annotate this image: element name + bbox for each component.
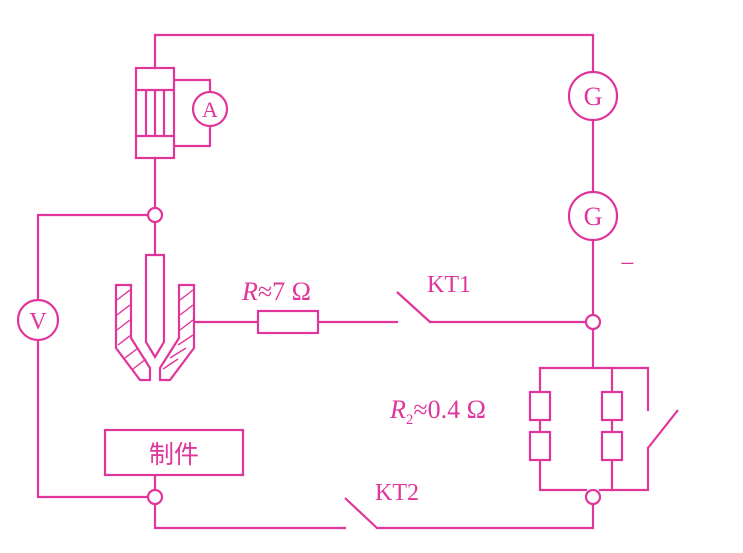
resistor-r2-bank — [528, 390, 624, 462]
wire-voltmeter-bottom — [36, 338, 150, 499]
switch-r2-bypass — [647, 409, 679, 449]
nozzle-right — [158, 283, 196, 382]
generator-top-label: G — [584, 82, 603, 111]
switch-kt1-label: KT1 — [427, 272, 471, 298]
wire-bottom-right — [375, 495, 595, 530]
voltmeter-label: V — [29, 309, 47, 335]
resistor-r2-label: R2≈0.4 Ω — [389, 395, 486, 428]
node-workpiece — [146, 488, 164, 506]
r2-resistor-3 — [600, 390, 624, 422]
r2-resistor-1 — [528, 390, 552, 422]
node-left-top — [146, 206, 164, 224]
node-right — [584, 313, 602, 331]
wire-bottom-left — [153, 502, 347, 530]
resistor-r-label: R≈7 Ω — [241, 277, 311, 306]
ammeter-label: A — [202, 97, 218, 122]
generator-top: G — [567, 70, 619, 122]
shunt — [134, 66, 212, 160]
resistor-r-symbol: R — [241, 277, 258, 306]
workpiece-label: 制件 — [149, 440, 199, 469]
ammeter: A — [191, 90, 229, 128]
wire-r2-mid-low — [598, 458, 614, 492]
generator-bottom-label: G — [584, 202, 603, 231]
plasma-torch — [114, 253, 196, 382]
switch-kt1 — [396, 291, 431, 323]
minus-sign: − — [620, 249, 635, 278]
node-bottom-right — [584, 488, 602, 506]
r2-resistor-2 — [528, 430, 552, 462]
voltmeter: V — [16, 298, 60, 342]
switch-kt2 — [344, 497, 378, 529]
wire-voltmeter-top — [36, 213, 150, 302]
electrode — [144, 253, 166, 360]
resistor-r2-value: ≈0.4 Ω — [413, 395, 486, 424]
workpiece-box — [103, 428, 245, 477]
r2-resistor-4 — [600, 430, 624, 462]
generator-bottom: G — [567, 190, 619, 242]
resistor-r-value: ≈7 Ω — [258, 277, 311, 306]
resistor-r2-symbol: R — [389, 395, 406, 424]
wire-r2-left-low — [538, 458, 588, 492]
resistor-r — [256, 309, 320, 335]
switch-kt2-label: KT2 — [375, 480, 419, 506]
wire-r2-right-low — [610, 446, 650, 492]
resistor-r2-subscript: 2 — [406, 412, 414, 428]
